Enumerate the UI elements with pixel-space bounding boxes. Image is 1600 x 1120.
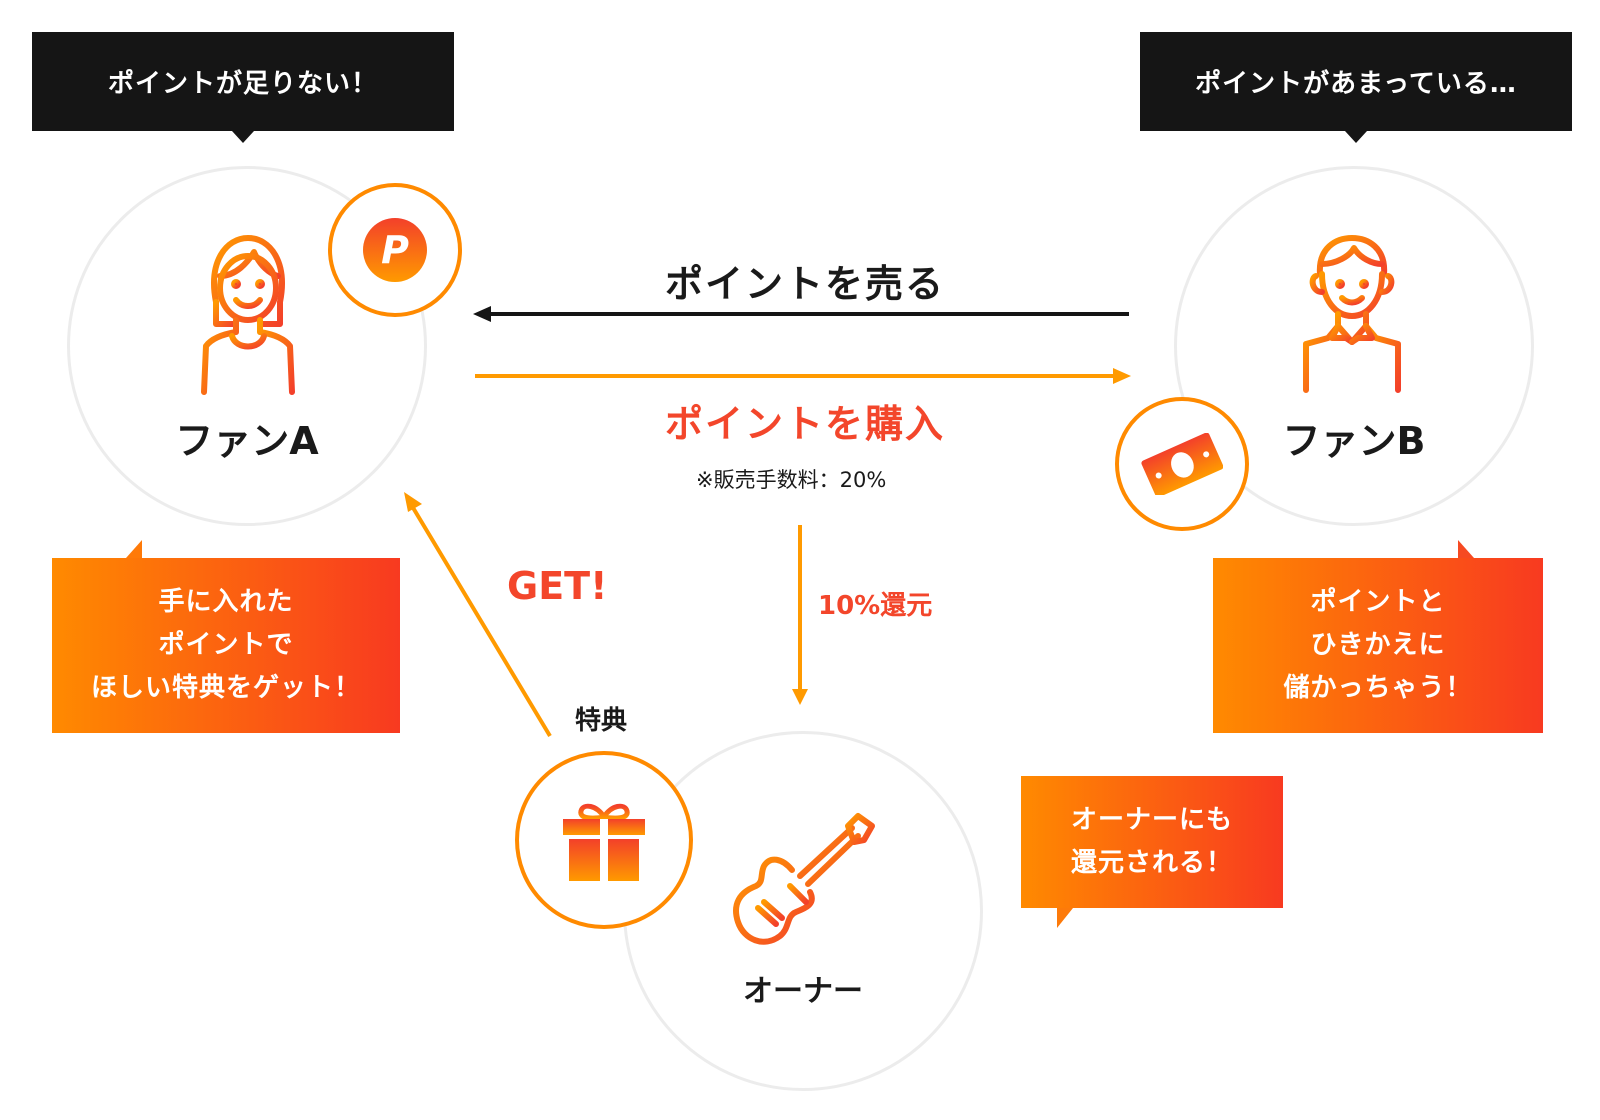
fan-b-callout-line-2: ひきかえに <box>1310 630 1446 660</box>
fan-b-callout-tail <box>1458 540 1474 558</box>
fan-a-callout: 手に入れた ポイントで ほしい特典をゲット！ <box>52 558 400 733</box>
fan-b-label: ファンB <box>1282 419 1426 463</box>
owner-callout-tail <box>1057 908 1073 928</box>
woman-icon <box>196 232 300 396</box>
gift-icon <box>561 799 647 881</box>
guitar-icon <box>730 812 880 952</box>
fan-b-callout-line-3: 儲かっちゃう！ <box>1283 673 1473 703</box>
fan-a-thought-bubble: ポイントが足りない！ <box>32 32 454 143</box>
perk-label: 特典 <box>575 706 628 736</box>
fan-a-callout-line-3: ほしい特典をゲット！ <box>90 673 361 703</box>
buy-arrow <box>475 367 1131 385</box>
sell-label: ポイントを売る <box>665 262 946 306</box>
fan-a-callout-line-2: ポイントで <box>158 630 294 660</box>
sell-arrow <box>473 305 1129 323</box>
fan-a-callout-tail <box>126 540 142 558</box>
owner-callout: オーナーにも 還元される！ <box>1021 776 1283 908</box>
svg-text:P: P <box>381 228 409 272</box>
rebate-arrow <box>791 525 809 705</box>
fan-b-callout-line-1: ポイントと <box>1310 587 1446 617</box>
rebate-label: 10%還元 <box>818 591 933 621</box>
owner-callout-line-2: 還元される！ <box>1070 848 1233 878</box>
point-coin-icon: P <box>362 217 428 283</box>
buy-label: ポイントを購入 <box>665 402 946 446</box>
fan-a-label: ファンA <box>175 419 319 463</box>
point-coin-badge: P <box>328 183 462 317</box>
owner-callout-line-1: オーナーにも <box>1070 805 1233 835</box>
owner-label: オーナー <box>743 974 863 1009</box>
fan-b-thought-bubble: ポイントがあまっている… <box>1140 32 1572 143</box>
get-arrow <box>400 490 560 740</box>
money-badge <box>1115 397 1249 531</box>
fan-a-callout-line-1: 手に入れた <box>158 587 294 617</box>
fan-a-thought-text: ポイントが足りない！ <box>107 69 378 99</box>
get-label: GET! <box>507 564 608 608</box>
fan-b-callout: ポイントと ひきかえに 儲かっちゃう！ <box>1213 558 1543 733</box>
money-bill-icon <box>1141 433 1223 495</box>
man-icon <box>1302 234 1402 394</box>
fee-note: ※販売手数料：20% <box>696 468 887 492</box>
fan-b-thought-text: ポイントがあまっている… <box>1195 69 1517 99</box>
gift-badge <box>515 751 693 929</box>
